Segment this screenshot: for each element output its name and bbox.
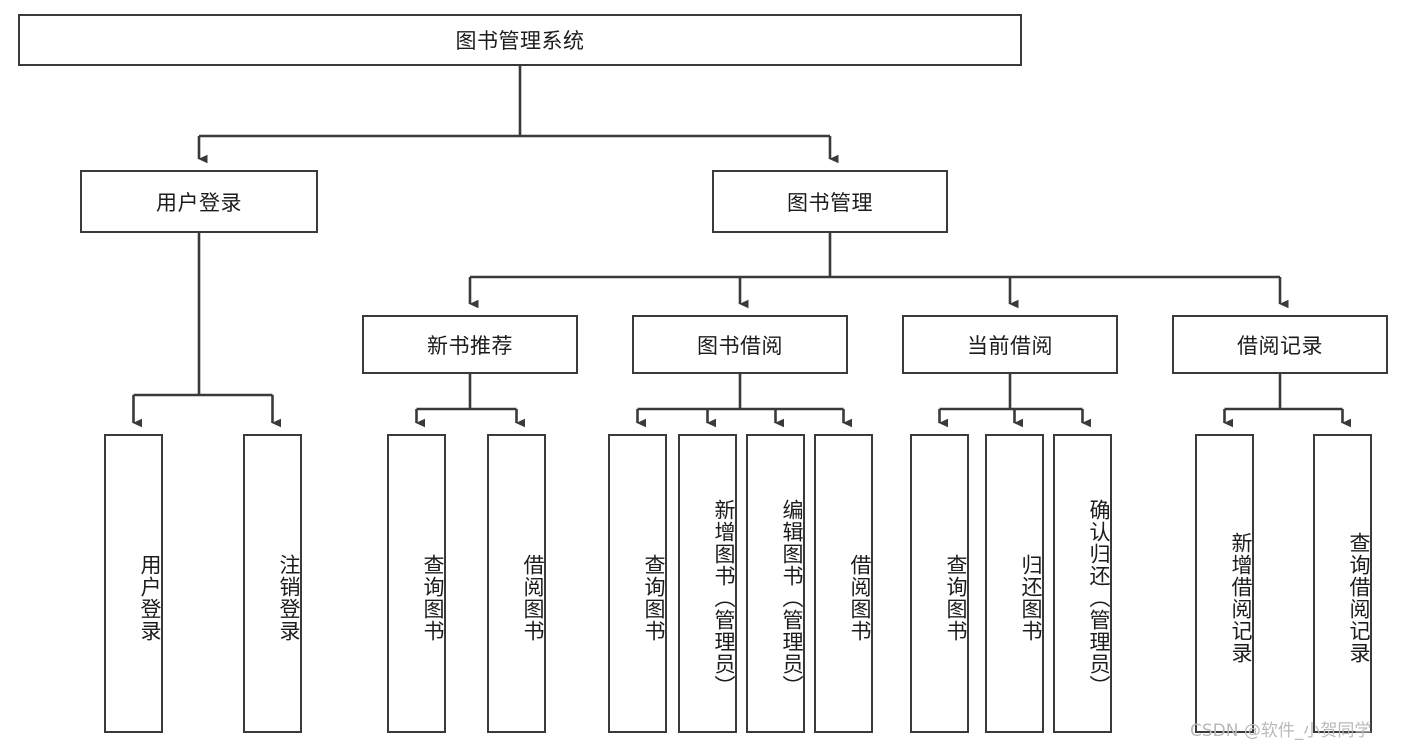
node-borrow-record[interactable]: 借阅记录 <box>1172 315 1388 374</box>
leaf-node-label: 新增借阅记录 <box>1229 531 1253 664</box>
leaf-node[interactable]: 新增借阅记录 <box>1195 434 1254 733</box>
node-root[interactable]: 图书管理系统 <box>18 14 1022 66</box>
leaf-node-label: 确认归还（管理员） <box>1087 498 1111 697</box>
leaf-node[interactable]: 新增图书（管理员） <box>678 434 737 733</box>
leaf-node-label: 编辑图书（管理员） <box>780 498 804 697</box>
node-root-label: 图书管理系统 <box>455 29 585 53</box>
node-user-login[interactable]: 用户登录 <box>80 170 318 233</box>
leaf-node-label: 注销登录 <box>277 553 301 642</box>
leaf-node[interactable]: 借阅图书 <box>487 434 546 733</box>
node-new-book-recommend-label: 新书推荐 <box>427 333 513 358</box>
node-user-login-label: 用户登录 <box>156 190 242 215</box>
node-new-book-recommend[interactable]: 新书推荐 <box>362 315 578 374</box>
leaf-node-label: 新增图书（管理员） <box>712 498 736 697</box>
leaf-node[interactable]: 查询图书 <box>910 434 969 733</box>
leaf-node-label: 查询借阅记录 <box>1347 531 1371 664</box>
leaf-node[interactable]: 查询借阅记录 <box>1313 434 1372 733</box>
leaf-node[interactable]: 确认归还（管理员） <box>1053 434 1112 733</box>
leaf-node[interactable]: 编辑图书（管理员） <box>746 434 805 733</box>
node-current-borrow[interactable]: 当前借阅 <box>902 315 1118 374</box>
leaf-node-label: 用户登录 <box>138 553 162 642</box>
leaf-node[interactable]: 借阅图书 <box>814 434 873 733</box>
node-book-borrow[interactable]: 图书借阅 <box>632 315 848 374</box>
leaf-node[interactable]: 用户登录 <box>104 434 163 733</box>
node-book-borrow-label: 图书借阅 <box>697 333 783 358</box>
node-borrow-record-label: 借阅记录 <box>1237 333 1323 358</box>
leaf-node[interactable]: 注销登录 <box>243 434 302 733</box>
node-book-management-label: 图书管理 <box>787 190 873 215</box>
leaf-node-label: 借阅图书 <box>848 553 872 642</box>
leaf-node[interactable]: 归还图书 <box>985 434 1044 733</box>
leaf-node[interactable]: 查询图书 <box>608 434 667 733</box>
leaf-node-label: 查询图书 <box>642 553 666 642</box>
leaf-node[interactable]: 查询图书 <box>387 434 446 733</box>
watermark: CSDN @软件_小贺同学 <box>1190 721 1372 741</box>
leaf-node-label: 查询图书 <box>421 553 445 642</box>
leaf-node-label: 查询图书 <box>944 553 968 642</box>
node-book-management[interactable]: 图书管理 <box>712 170 948 233</box>
node-current-borrow-label: 当前借阅 <box>967 333 1053 358</box>
leaf-node-label: 归还图书 <box>1019 553 1043 642</box>
leaf-node-label: 借阅图书 <box>521 553 545 642</box>
